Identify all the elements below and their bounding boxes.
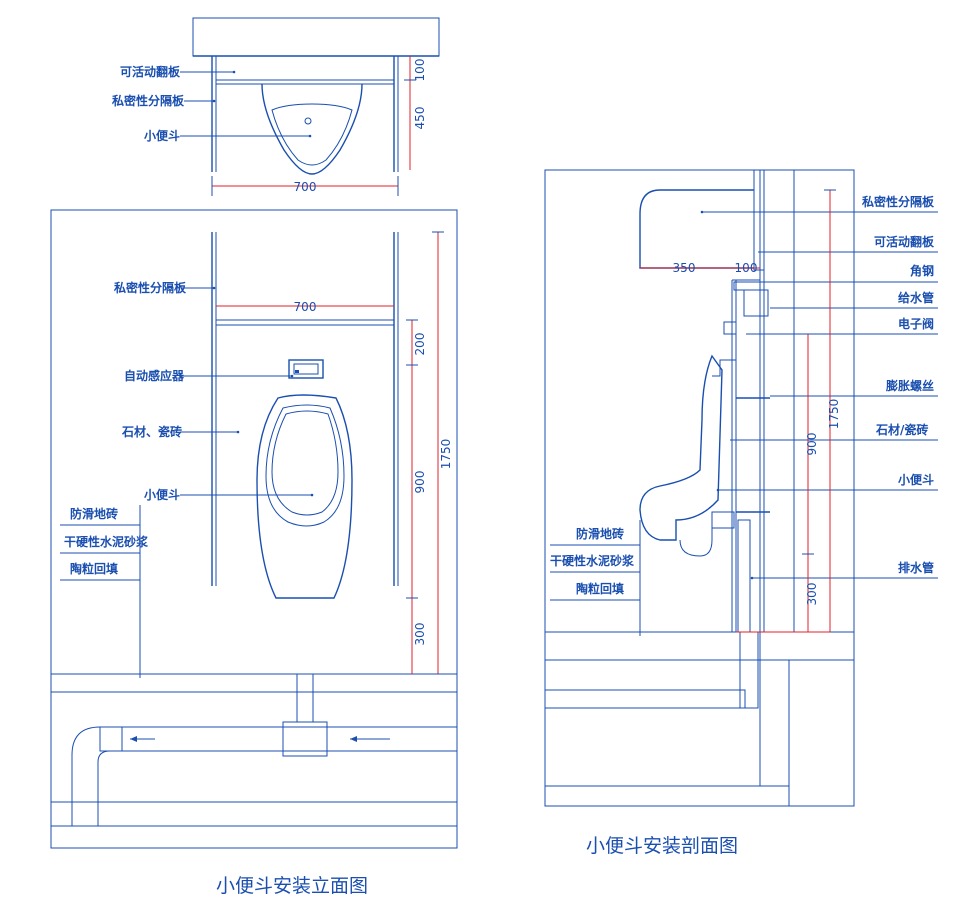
elevation-floor-tile xyxy=(50,673,458,693)
section-dim-100: 100 xyxy=(735,261,758,275)
elevation-floor-label-3: 陶粒回填 xyxy=(70,561,118,576)
section-dim-900: 900 xyxy=(805,433,819,456)
section-supply-pipe xyxy=(743,289,769,317)
elevation-flow-arrowhead-2 xyxy=(350,736,357,742)
plan-view: 可活动翻板 私密性分隔板 小便斗 700 100 450 xyxy=(111,17,440,196)
elevation-leader-dot-2 xyxy=(290,374,294,378)
elevation-dim-300: 300 xyxy=(413,623,427,646)
elevation-flip-panel xyxy=(215,319,395,326)
plan-urinal-bowl xyxy=(271,103,353,166)
section-leader-dot-9 xyxy=(750,576,754,580)
elevation-view: 私密性分隔板 自动感应器 石材、瓷砖 小便斗 防滑地砖 干硬性水泥砂浆 陶粒回填… xyxy=(50,209,458,849)
section-wall-base-hatch xyxy=(789,631,855,661)
section-partition xyxy=(639,189,754,269)
section-label-flip-panel: 可活动翻板 xyxy=(874,234,935,249)
plan-dim-700: 700 xyxy=(294,180,317,194)
elevation-fill-layer xyxy=(50,691,458,803)
elevation-frame xyxy=(50,209,458,849)
elevation-sensor xyxy=(288,359,324,379)
plan-urinal-drain xyxy=(304,117,312,125)
elevation-label-sensor: 自动感应器 xyxy=(124,368,185,383)
elevation-pipe-riser xyxy=(296,673,314,723)
elevation-sensor-led xyxy=(295,370,299,373)
section-slab-step-hatch xyxy=(759,632,790,787)
elevation-label-stone: 石材、瓷砖 xyxy=(121,424,182,439)
section-leader-dot-8 xyxy=(716,488,720,492)
section-label-bolt: 膨胀螺丝 xyxy=(885,378,934,393)
section-slab-hatch xyxy=(544,785,790,807)
section-label-supply-pipe: 给水管 xyxy=(898,290,934,305)
elevation-dim-900: 900 xyxy=(413,471,427,494)
elevation-sensor-window xyxy=(293,363,319,375)
plan-dim-100: 100 xyxy=(413,59,427,82)
section-floor-label-3: 陶粒回填 xyxy=(576,581,624,596)
section-flush-pipe xyxy=(712,334,737,377)
plan-leader-dot-2 xyxy=(212,99,216,103)
elevation-urinal-inner-rim xyxy=(271,410,339,516)
plan-wall-hatch xyxy=(192,17,440,57)
section-drain-riser xyxy=(739,631,759,709)
plan-leader-dot-3 xyxy=(308,134,312,138)
elevation-leader-dot-1 xyxy=(212,286,216,290)
plan-label-partition: 私密性分隔板 xyxy=(111,93,185,108)
elevation-pipe-elbow xyxy=(71,726,111,827)
section-leader-dot-1 xyxy=(700,210,704,214)
section-dim-1750: 1750 xyxy=(827,399,841,430)
section-label-solenoid: 电子阀 xyxy=(898,316,934,331)
section-label-angle-steel: 角钢 xyxy=(910,263,934,278)
elevation-floor-label-2: 干硬性水泥砂浆 xyxy=(64,534,149,549)
section-label-partition: 私密性分隔板 xyxy=(861,194,935,209)
section-dim-350: 350 xyxy=(673,261,696,275)
section-view: 私密性分隔板 可活动翻板 角钢 给水管 电子阀 膨胀螺丝 石材/瓷砖 小便斗 排… xyxy=(544,169,938,807)
plan-urinal-outer xyxy=(261,83,363,175)
section-label-urinal: 小便斗 xyxy=(898,472,934,487)
elevation-flow-arrowhead-1 xyxy=(130,736,137,742)
elevation-label-urinal: 小便斗 xyxy=(144,487,180,502)
section-panel-core xyxy=(753,169,765,271)
section-drain-pipe xyxy=(544,689,746,709)
elevation-leader-dot-3 xyxy=(236,430,240,434)
plan-label-urinal: 小便斗 xyxy=(144,128,180,143)
section-dim-300: 300 xyxy=(805,583,819,606)
elevation-leader-dot-4 xyxy=(310,493,314,497)
section-floor-label-2: 干硬性水泥砂浆 xyxy=(550,553,635,568)
section-floor-label-1: 防滑地砖 xyxy=(576,526,624,541)
elevation-slab-hatch xyxy=(50,801,458,827)
elevation-dim-200: 200 xyxy=(413,333,427,356)
section-solenoid-valve xyxy=(723,321,737,335)
section-title: 小便斗安装剖面图 xyxy=(586,835,738,857)
section-urinal-body xyxy=(639,354,723,541)
section-label-stone: 石材/瓷砖 xyxy=(875,422,928,437)
elevation-title: 小便斗安装立面图 xyxy=(216,875,368,897)
plan-dim-450: 450 xyxy=(413,107,427,130)
plan-label-flip-panel: 可活动翻板 xyxy=(120,64,181,79)
section-floor-callout: 防滑地砖 干硬性水泥砂浆 陶粒回填 xyxy=(550,520,641,636)
section-label-drain: 排水管 xyxy=(898,560,934,575)
section-trap-fitting xyxy=(711,511,735,529)
elevation-floor-label-1: 防滑地砖 xyxy=(70,506,118,521)
elevation-drain-pipe xyxy=(99,726,458,752)
section-fill-layer xyxy=(544,659,790,787)
elevation-urinal-body xyxy=(256,394,353,599)
section-wall-hatch xyxy=(763,169,795,633)
section-floor-tile xyxy=(544,631,855,661)
section-urinal-trap xyxy=(679,520,713,557)
elevation-urinal-bowl xyxy=(265,404,345,527)
elevation-label-partition: 私密性分隔板 xyxy=(113,280,187,295)
section-drain-vertical xyxy=(737,519,751,633)
elevation-dim-1750: 1750 xyxy=(439,439,453,470)
elevation-dim-700: 700 xyxy=(294,300,317,314)
elevation-floor-callout: 防滑地砖 干硬性水泥砂浆 陶粒回填 xyxy=(60,505,149,678)
plan-leader-dot-1 xyxy=(232,70,236,74)
